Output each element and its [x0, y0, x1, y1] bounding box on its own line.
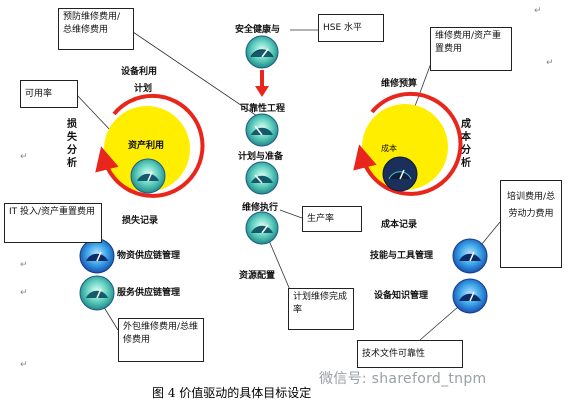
label-service-supply: 服务供应链管理: [117, 288, 181, 298]
para-mark: ↵: [546, 58, 554, 68]
kpi-box-training: 培训费用/总劳动力费用: [500, 180, 562, 268]
para-mark: ↵: [534, 6, 542, 16]
gauge-icon: [79, 275, 115, 311]
kpi-box-preventive: 预防维修费用/总维修费用: [58, 8, 134, 50]
gauge-icon: [452, 238, 488, 274]
kpi-box-tech-doc: 技术文件可靠性: [357, 340, 463, 368]
label-equip-util: 设备利用: [121, 67, 158, 77]
kpi-box-plan-completion: 计划维修完成率: [288, 288, 354, 330]
label-reliability: 可靠性工程: [240, 104, 286, 114]
para-mark: ↵: [20, 288, 28, 298]
figure-caption: 图 4 价值驱动的具体目标设定: [152, 386, 312, 400]
kpi-box-maint-cost-asset: 维修费用/资产重置费用: [430, 27, 512, 71]
para-mark: ↵: [20, 152, 28, 162]
gauge-icon: [245, 211, 279, 245]
label-plan: 计划: [134, 84, 153, 94]
label-equip-knowledge: 设备知识管理: [374, 291, 429, 301]
label-safety: 安全健康与: [235, 25, 281, 35]
label-material-supply: 物资供应链管理: [117, 251, 181, 261]
label-loss-record: 损失记录: [122, 216, 159, 226]
label-skill-tools: 技能与工具管理: [370, 251, 434, 261]
label-cost-analysis: 成本分析: [461, 119, 471, 169]
gauge-icon: [245, 161, 279, 195]
left-cycle-arrow: [95, 93, 205, 198]
gauge-icon: [382, 156, 418, 192]
label-cost-record: 成本记录: [381, 220, 418, 230]
label-resource: 资源配置: [239, 271, 276, 281]
label-planning: 计划与准备: [238, 152, 284, 162]
left-yellow-circle: [104, 106, 190, 192]
kpi-box-outsource: 外包维修费用/总维修费用: [118, 318, 204, 362]
watermark: 微信号: shareford_tnpm: [319, 371, 487, 387]
label-cost: 成本: [381, 144, 397, 153]
label-execution: 维修执行: [242, 203, 279, 213]
label-loss-analysis: 损失分析: [67, 119, 77, 169]
label-maint-budget: 维修预算: [381, 79, 418, 89]
kpi-box-production: 生产率: [302, 206, 362, 232]
gauge-icon: [245, 35, 279, 69]
gauge-icon: [452, 278, 488, 314]
label-asset-util: 资产利用: [128, 141, 165, 151]
kpi-box-availability: 可用率: [20, 80, 78, 108]
right-cycle-arrow: [353, 91, 463, 196]
gauge-icon: [245, 113, 279, 147]
gauge-icon: [79, 238, 115, 274]
gauge-icon: [130, 158, 166, 194]
para-mark: ↵: [20, 260, 28, 270]
para-mark: ↵: [20, 360, 28, 370]
center-down-arrowhead: [255, 86, 269, 97]
kpi-box-hse: HSE 水平: [318, 14, 384, 42]
kpi-box-it-invest: IT 投入/资产重置费用: [4, 203, 102, 243]
